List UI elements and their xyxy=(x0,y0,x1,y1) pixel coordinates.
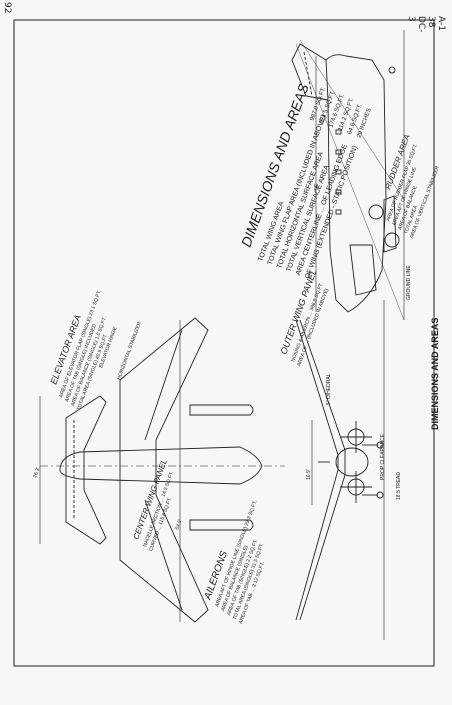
fuselage-side-outline xyxy=(325,54,387,313)
dimension-label: 26.3' xyxy=(32,467,41,479)
page-number: 92 xyxy=(2,2,12,14)
horizontal-stabilizer-plan xyxy=(65,395,107,545)
main-wheel-side xyxy=(384,232,400,248)
engine-side xyxy=(368,204,384,220)
plan-view xyxy=(39,317,285,623)
rudder-area-block: RUDDER AREA AREA OF RUDDER FLAP 36 SQ.FT… xyxy=(383,133,441,239)
rudder-hinge-line xyxy=(303,51,313,97)
fuselage-front xyxy=(335,447,369,477)
window xyxy=(335,129,342,135)
side-view xyxy=(291,30,405,321)
tail-wheel-side xyxy=(388,66,396,74)
wing-front-outline xyxy=(299,319,346,621)
window xyxy=(335,169,342,175)
reference-line xyxy=(295,43,405,321)
dimension-label: 16.9' xyxy=(306,469,312,480)
tread-label: 18.5 TREAD xyxy=(396,472,402,500)
center-wing-panel-block: CENTER WING PANEL NACELLE SECTION ... 14… xyxy=(131,458,175,552)
wing-plan-outline xyxy=(119,317,209,623)
dimension-label: 64.5' xyxy=(174,519,183,531)
dimension-label: 95' xyxy=(314,183,320,190)
aileron-hinge-line xyxy=(144,499,183,611)
vertical-tail-side xyxy=(291,43,329,101)
main-wheel xyxy=(376,441,384,449)
front-view xyxy=(295,300,385,640)
reference-line xyxy=(299,39,405,201)
window xyxy=(335,189,342,195)
outer-wing-panel-block: OUTER WING PANEL NOSING & AILERON ... 38… xyxy=(278,268,330,367)
sheet-caption: DIMENSIONS AND AREAS xyxy=(430,318,440,430)
nacelle-plan xyxy=(189,404,254,416)
sheet-caption-text: DIMENSIONS AND AREAS xyxy=(430,318,440,430)
fuselage-plan-outline xyxy=(59,446,263,485)
main-wheel xyxy=(376,491,384,499)
doc-reference: A-1 38 DC-3 xyxy=(406,16,446,33)
wing-front-outline xyxy=(295,319,339,621)
drawing-frame xyxy=(13,19,435,667)
prop-clearance-label: PROP CLEARANCE xyxy=(380,433,386,480)
nacelle-plan xyxy=(189,519,254,531)
dihedral-label: 5° DIHEDRAL xyxy=(326,373,332,405)
window xyxy=(335,149,342,155)
aileron-hinge-line xyxy=(144,329,183,441)
nacelle-side xyxy=(349,244,377,296)
ailerons-block: AILERONS AREA AFT OF HINGE LINE (SINGLE)… xyxy=(202,500,266,625)
wing-side xyxy=(383,195,397,253)
window xyxy=(335,209,342,215)
ground-line-label: GROUND LINE xyxy=(406,265,412,300)
